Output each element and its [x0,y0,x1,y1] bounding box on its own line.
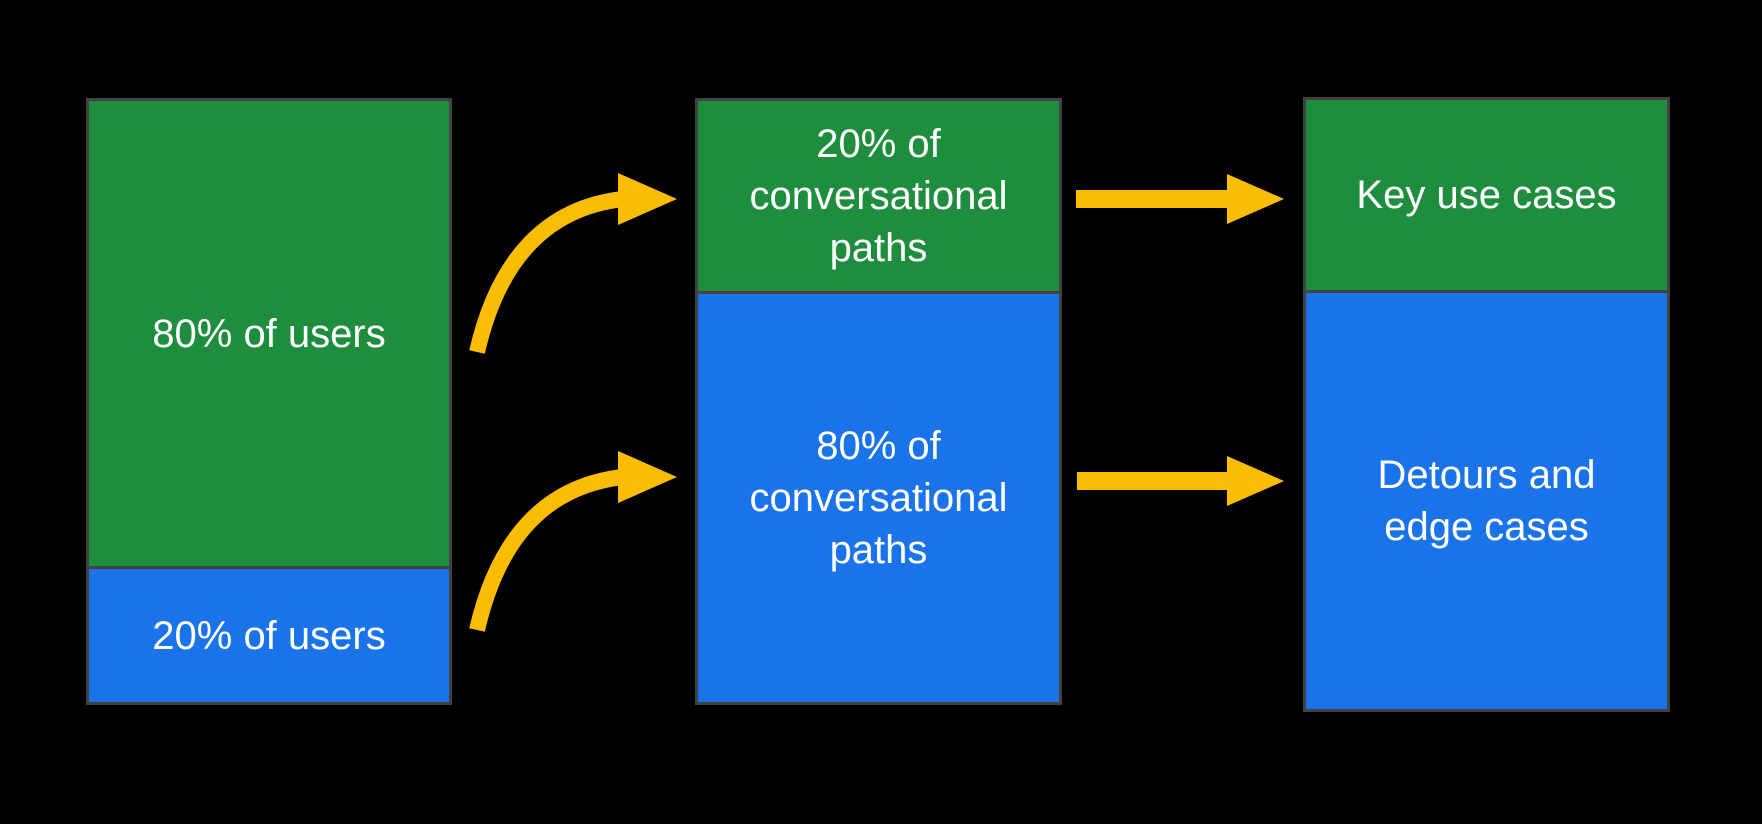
segment-label: 20% of conversational paths [749,122,1008,270]
users-80-segment: 80% of users [89,101,449,566]
segment-label: 80% of users [152,311,386,356]
segment-label: Key use cases [1356,173,1617,217]
key-use-cases-segment: Key use cases [1306,100,1667,290]
users-20-segment: 20% of users [89,566,449,702]
column-outcomes: Key use cases Detours and edge cases [1303,97,1670,712]
paths-20-segment: 20% of conversational paths [698,101,1059,291]
paths-80-segment: 80% of conversational paths [698,291,1059,702]
straight-arrow-paths20-to-key-use-cases-icon [1076,174,1284,224]
curved-arrow-users80-to-paths20-icon [469,173,677,354]
detours-edge-cases-segment: Detours and edge cases [1306,290,1667,709]
straight-arrow-paths80-to-detours-icon [1077,456,1284,506]
column-conversational-paths: 20% of conversational paths 80% of conve… [695,98,1062,705]
column-users: 80% of users 20% of users [86,98,452,705]
segment-label: 20% of users [152,613,386,658]
segment-label: Detours and edge cases [1377,453,1596,549]
segment-label: 80% of conversational paths [749,424,1008,572]
curved-arrow-users20-to-paths80-icon [469,451,677,632]
